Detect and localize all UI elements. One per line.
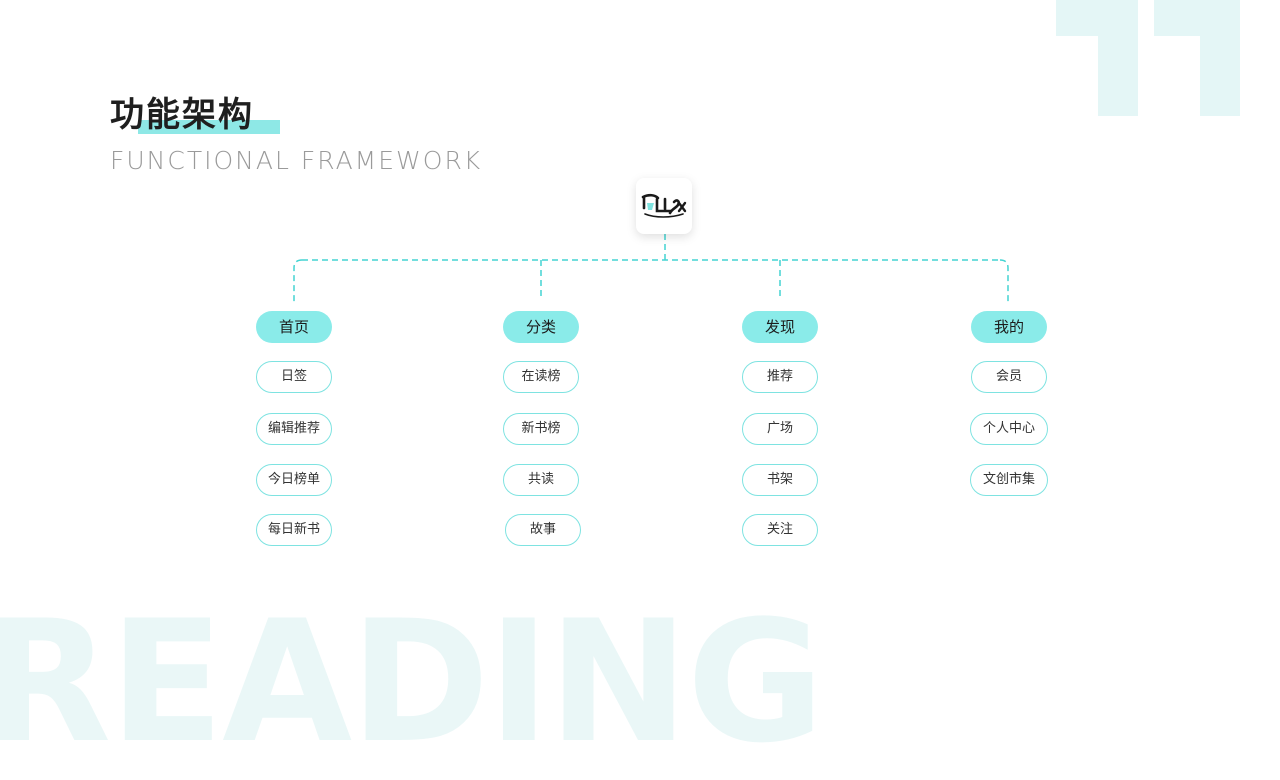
app-logo-icon bbox=[641, 193, 687, 218]
node-category-item-3: 共读 bbox=[503, 464, 579, 496]
app-logo-card bbox=[636, 178, 692, 234]
title-highlight bbox=[138, 120, 280, 134]
node-discover-item-2: 广场 bbox=[742, 413, 818, 445]
node-home-item-3: 今日榜单 bbox=[256, 464, 332, 496]
node-discover-item-3: 书架 bbox=[742, 464, 818, 496]
tree-connectors bbox=[293, 234, 1009, 304]
page-title: 功能架构 bbox=[110, 95, 254, 135]
node-home-item-4: 每日新书 bbox=[256, 514, 332, 546]
node-home-item-1: 日签 bbox=[256, 361, 332, 393]
connector-mine bbox=[999, 259, 1009, 304]
node-discover-item-4: 关注 bbox=[742, 514, 818, 546]
node-home: 首页 bbox=[256, 311, 332, 343]
node-category-item-4: 故事 bbox=[505, 514, 581, 546]
node-category-item-1: 在读榜 bbox=[503, 361, 579, 393]
title-block: 功能架构 bbox=[110, 92, 280, 138]
node-discover-item-1: 推荐 bbox=[742, 361, 818, 393]
connector-home bbox=[293, 259, 303, 304]
node-mine: 我的 bbox=[971, 311, 1047, 343]
node-mine-item-3: 文创市集 bbox=[970, 464, 1048, 496]
node-mine-item-1: 会员 bbox=[971, 361, 1047, 393]
node-discover: 发现 bbox=[742, 311, 818, 343]
node-home-item-2: 编辑推荐 bbox=[256, 413, 332, 445]
node-mine-item-2: 个人中心 bbox=[970, 413, 1048, 445]
page-subtitle: FUNCTIONAL FRAMEWORK bbox=[110, 146, 483, 175]
node-category: 分类 bbox=[503, 311, 579, 343]
node-category-item-2: 新书榜 bbox=[503, 413, 579, 445]
decorative-page-number bbox=[1056, 0, 1240, 116]
